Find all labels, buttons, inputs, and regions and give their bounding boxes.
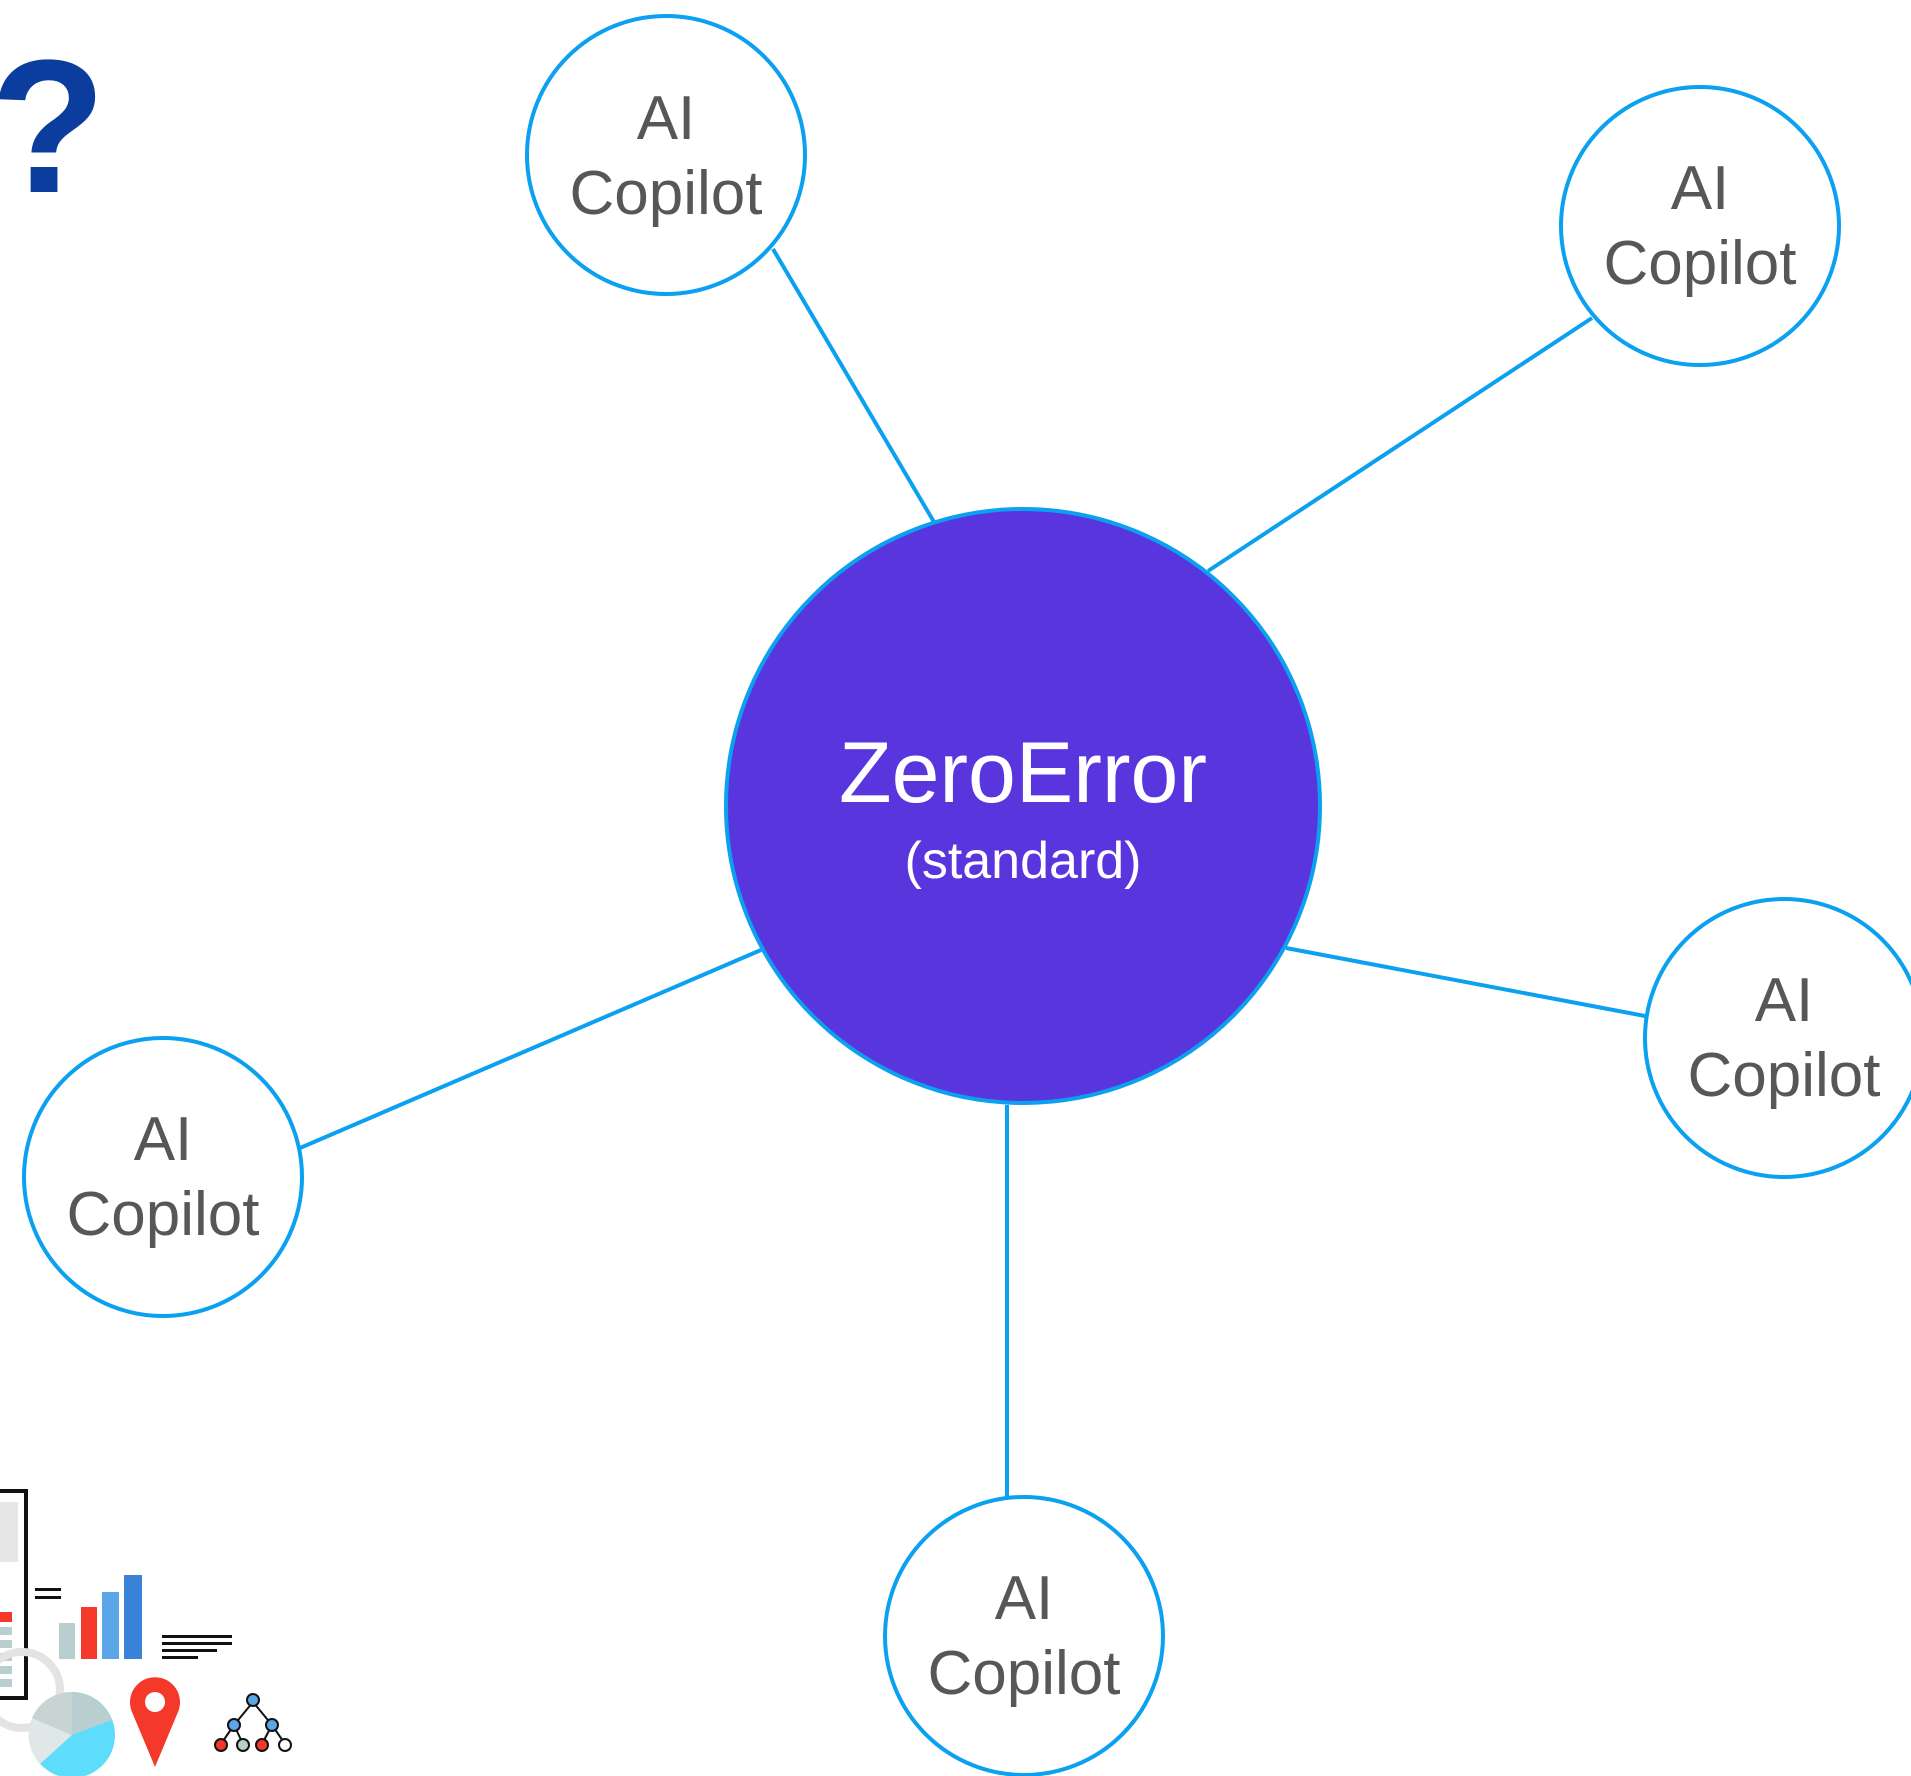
zeroerror-hub: ZeroError (standard) — [724, 507, 1322, 1105]
equals-icon-lower — [35, 1596, 61, 1599]
copilot-node-bottom: AI Copilot — [883, 1495, 1165, 1776]
connector-top-left — [771, 247, 936, 524]
tree-graph-icon — [214, 1693, 292, 1752]
copilot-node-left: AI Copilot — [22, 1036, 304, 1318]
copilot-node-line2: Copilot — [1688, 1041, 1881, 1110]
copilot-node-line1: AI — [1671, 154, 1730, 223]
connector-right — [1285, 946, 1646, 1018]
copilot-node-line2: Copilot — [570, 159, 763, 228]
copilot-node-line1: AI — [995, 1564, 1054, 1633]
copilot-node-circle — [525, 14, 807, 296]
location-pin-icon — [129, 1677, 181, 1767]
copilot-node-line2: Copilot — [1604, 229, 1797, 298]
copilot-node-circle — [1643, 897, 1911, 1179]
document-icon — [0, 1489, 28, 1700]
copilot-node-line2: Copilot — [928, 1639, 1121, 1708]
text-lines-icon — [162, 1635, 232, 1659]
question-mark-glyph: ? — [0, 21, 106, 233]
copilot-node-line1: AI — [637, 84, 696, 153]
copilot-node-top-right: AI Copilot — [1559, 85, 1841, 367]
copilot-node-circle — [22, 1036, 304, 1318]
data-icons-cluster — [0, 1489, 292, 1776]
hub-title: ZeroError — [839, 725, 1207, 821]
hub-subtitle: (standard) — [905, 832, 1142, 890]
copilot-node-line2: Copilot — [67, 1180, 260, 1249]
copilot-node-line1: AI — [1755, 966, 1814, 1035]
copilot-node-right: AI Copilot — [1643, 897, 1911, 1179]
bar-chart-icon — [59, 1575, 142, 1659]
equals-icon — [35, 1588, 61, 1591]
copilot-node-circle — [883, 1495, 1165, 1776]
copilot-node-line1: AI — [134, 1105, 193, 1174]
hub-circle — [724, 507, 1322, 1105]
connector-top-right — [1206, 316, 1594, 573]
copilot-node-circle — [1559, 85, 1841, 367]
copilot-node-top-left: AI Copilot — [525, 14, 807, 296]
connector-left — [299, 948, 762, 1150]
pie-chart-icon — [0, 1648, 115, 1776]
